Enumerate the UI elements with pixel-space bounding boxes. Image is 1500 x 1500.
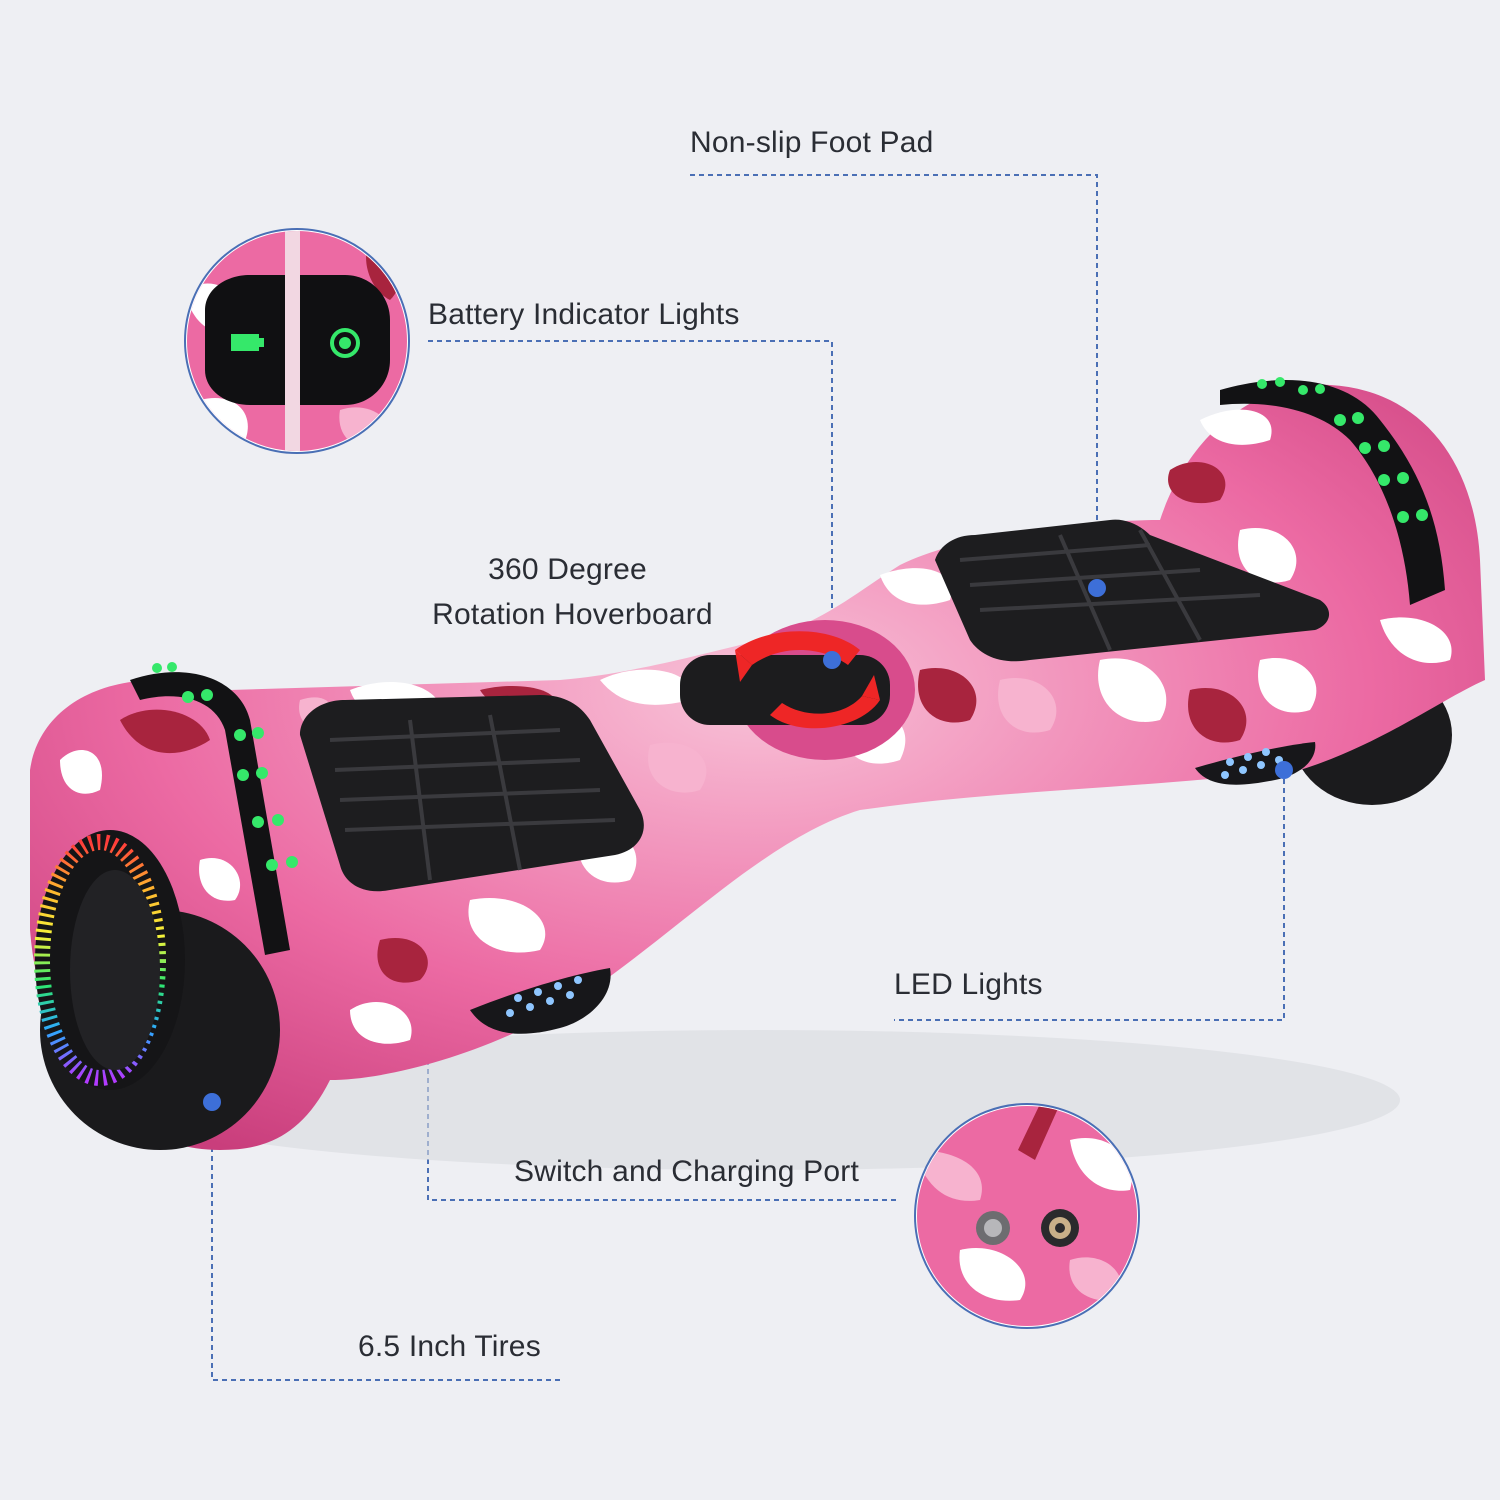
label-battery-indicator-lights: Battery Indicator Lights — [428, 298, 740, 331]
front-led-panel-left — [470, 968, 611, 1034]
rotation-joint — [680, 620, 915, 760]
battery-icon — [231, 334, 259, 351]
right-led-dots — [1257, 377, 1428, 523]
front-led-dots-left — [506, 976, 582, 1017]
label-non-slip-foot-pad: Non-slip Foot Pad — [690, 126, 934, 159]
battery-indicator-zoom — [184, 228, 410, 454]
leader-led — [894, 770, 1285, 1021]
callout-dots — [203, 579, 1293, 1111]
label-rotation-hoverboard: Rotation Hoverboard — [432, 598, 713, 631]
hoverboard — [30, 377, 1485, 1170]
power-icon — [330, 328, 360, 358]
label-360-degree: 360 Degree — [488, 553, 647, 586]
leader-foot-pad — [690, 174, 1098, 588]
left-wheel — [34, 830, 280, 1150]
front-led-dots-right — [1221, 748, 1283, 779]
dot-led — [1275, 761, 1293, 779]
label-6-5-inch-tires: 6.5 Inch Tires — [358, 1330, 541, 1363]
leader-battery — [428, 340, 833, 655]
dot-foot-pad — [1088, 579, 1106, 597]
label-switch-and-charging-port: Switch and Charging Port — [514, 1155, 859, 1188]
dot-rotation — [823, 651, 841, 669]
leader-tires — [211, 1102, 563, 1381]
dot-tire — [203, 1093, 221, 1111]
charging-port-zoom — [914, 1103, 1140, 1329]
left-led-dots — [152, 662, 298, 871]
label-led-lights: LED Lights — [894, 968, 1043, 1001]
right-led-strip — [1220, 380, 1445, 605]
left-led-strip — [130, 672, 290, 955]
